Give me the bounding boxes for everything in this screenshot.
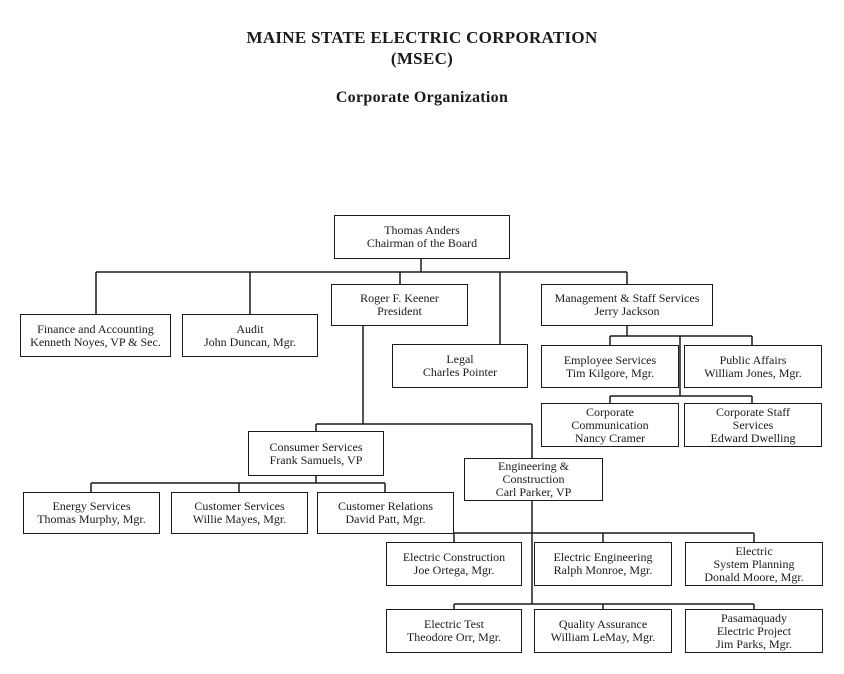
box-line: Charles Pointer — [422, 365, 498, 379]
box-line: William LeMay, Mgr. — [550, 630, 656, 644]
box-line: Electric Project — [716, 623, 792, 638]
chart-subtitle: Corporate Organization — [335, 89, 509, 106]
box-line: Public Affairs — [719, 352, 787, 367]
box-line: Consumer Services — [269, 439, 363, 454]
box-line: Joe Ortega, Mgr. — [413, 563, 495, 577]
box-line: David Patt, Mgr. — [345, 512, 426, 526]
box-line: Thomas Anders — [384, 223, 460, 237]
box-line: Corporate Staff — [715, 404, 791, 419]
box-line: Services — [732, 417, 774, 432]
box-line: President — [377, 304, 422, 318]
box-line: Frank Samuels, VP — [269, 452, 363, 467]
box-line: Corporate — [586, 404, 634, 419]
box-line: Construction — [502, 472, 565, 486]
box-line: Roger F. Keener — [360, 291, 439, 305]
box-line: Edward Dwelling — [710, 430, 796, 445]
company-title: MAINE STATE ELECTRIC CORPORATION — [246, 28, 598, 47]
box-line: Thomas Murphy, Mgr. — [37, 512, 146, 526]
box-line: Jerry Jackson — [594, 304, 660, 318]
box-line: Engineering & — [498, 459, 569, 473]
box-line: Willie Mayes, Mgr. — [192, 512, 287, 526]
box-line: Nancy Cramer — [574, 430, 646, 445]
box-line: Customer Relations — [338, 499, 433, 513]
box-line: Electric Engineering — [553, 550, 653, 564]
box-line: Theodore Orr, Mgr. — [406, 630, 502, 644]
box-line: Chairman of the Board — [366, 236, 478, 250]
box-line: Carl Parker, VP — [495, 485, 572, 499]
box-line: Donald Moore, Mgr. — [704, 569, 804, 584]
box-line: Electric Construction — [402, 550, 506, 564]
box-line: Pasamaquady — [721, 610, 787, 625]
box-line: Finance and Accounting — [37, 321, 154, 336]
box-line: Electric Test — [424, 617, 484, 631]
box-line: Audit — [236, 321, 264, 336]
box-line: Management & Staff Services — [554, 291, 700, 305]
box-line: Communication — [571, 417, 649, 432]
box-line: Quality Assurance — [558, 617, 648, 631]
box-line: Employee Services — [563, 352, 657, 367]
box-line: System Planning — [713, 556, 795, 571]
box-line: Jim Parks, Mgr. — [715, 636, 792, 651]
box-line: Energy Services — [52, 499, 131, 513]
box-line: John Duncan, Mgr. — [204, 334, 296, 349]
box-line: Customer Services — [194, 499, 285, 513]
box-line: Kenneth Noyes, VP & Sec. — [30, 334, 161, 349]
box-line: Tim Kilgore, Mgr. — [565, 365, 655, 380]
box-line: Legal — [446, 352, 474, 366]
company-abbreviation: (MSEC) — [390, 49, 454, 68]
box-line: Ralph Monroe, Mgr. — [553, 563, 653, 577]
box-line: Electric — [735, 543, 773, 558]
box-line: William Jones, Mgr. — [704, 365, 802, 380]
